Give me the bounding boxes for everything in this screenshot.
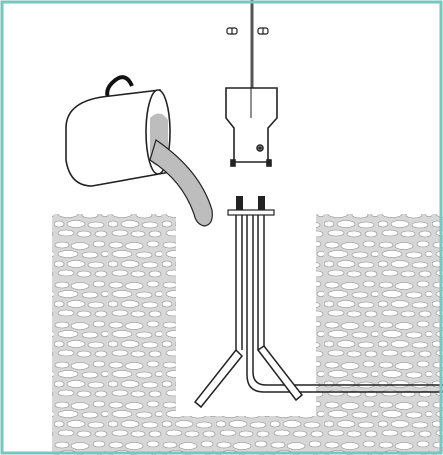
anchor-head-icon (225, 87, 278, 167)
ground-left (52, 214, 176, 455)
ground-bottom (176, 416, 316, 455)
ground-right (316, 214, 443, 455)
concrete-stream (149, 139, 213, 227)
anchor-legs (193, 344, 304, 409)
rope-clamp-icon (226, 27, 269, 35)
anchor-shaft-icon (235, 215, 443, 393)
anchor-rods (227, 196, 275, 216)
bucket-icon (65, 75, 213, 227)
